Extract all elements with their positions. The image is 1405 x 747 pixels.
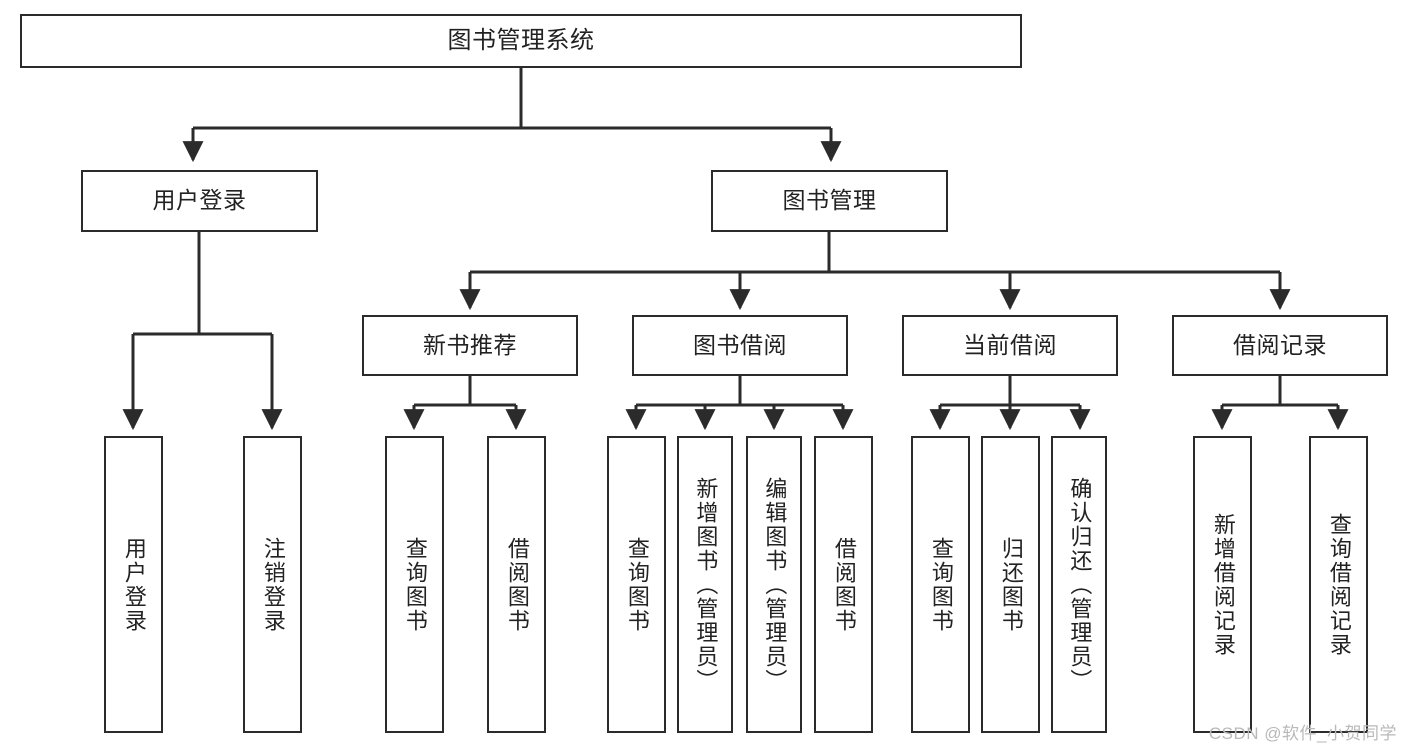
node-label: 图书借阅: [693, 331, 787, 358]
csdn-watermark: CSDN @软件_小贺同学: [1208, 724, 1397, 743]
node-label: 新书推荐: [423, 331, 517, 358]
node-current-borrow[interactable]: 当前借阅: [902, 315, 1118, 376]
leaf-add-book-admin[interactable]: 新增图书（管理员）: [677, 436, 733, 733]
node-label: 查询借阅记录: [1326, 512, 1352, 657]
node-new-book-recommend[interactable]: 新书推荐: [362, 315, 578, 376]
leaf-user-logout[interactable]: 注销登录: [243, 436, 302, 733]
node-label: 查询图书: [624, 536, 650, 633]
leaf-borrow-book-newbook[interactable]: 借阅图书: [487, 436, 546, 733]
node-label: 查询图书: [928, 536, 954, 633]
node-label: 新增图书（管理员）: [693, 476, 719, 693]
node-root-system[interactable]: 图书管理系统: [20, 14, 1022, 68]
leaf-query-book-newbook[interactable]: 查询图书: [385, 436, 444, 733]
node-label: 用户登录: [121, 536, 147, 633]
leaf-borrow-book-borrow[interactable]: 借阅图书: [814, 436, 873, 733]
node-borrow-record[interactable]: 借阅记录: [1172, 315, 1388, 376]
leaf-add-borrow-record[interactable]: 新增借阅记录: [1193, 436, 1252, 733]
node-label: 借阅记录: [1233, 331, 1327, 358]
node-label: 图书管理系统: [447, 26, 595, 54]
leaf-edit-book-admin[interactable]: 编辑图书（管理员）: [746, 436, 802, 733]
leaf-query-borrow-record[interactable]: 查询借阅记录: [1309, 436, 1368, 733]
node-label: 归还图书: [998, 536, 1024, 633]
leaf-query-book-borrow[interactable]: 查询图书: [607, 436, 666, 733]
node-label: 借阅图书: [831, 536, 857, 633]
leaf-user-login[interactable]: 用户登录: [104, 436, 163, 733]
node-label: 借阅图书: [504, 536, 530, 633]
node-book-borrow[interactable]: 图书借阅: [632, 315, 848, 376]
node-user-login[interactable]: 用户登录: [81, 170, 318, 232]
leaf-query-book-current[interactable]: 查询图书: [911, 436, 970, 733]
node-label: 新增借阅记录: [1210, 512, 1236, 657]
leaf-confirm-return-admin[interactable]: 确认归还（管理员）: [1051, 436, 1107, 733]
leaf-return-book[interactable]: 归还图书: [981, 436, 1040, 733]
node-label: 用户登录: [152, 187, 247, 214]
node-label: 确认归还（管理员）: [1067, 476, 1093, 693]
node-label: 图书管理: [782, 187, 877, 214]
node-label: 当前借阅: [963, 331, 1057, 358]
node-label: 查询图书: [402, 536, 428, 633]
node-label: 编辑图书（管理员）: [762, 476, 788, 693]
node-book-manage[interactable]: 图书管理: [711, 170, 948, 232]
node-label: 注销登录: [260, 536, 286, 633]
